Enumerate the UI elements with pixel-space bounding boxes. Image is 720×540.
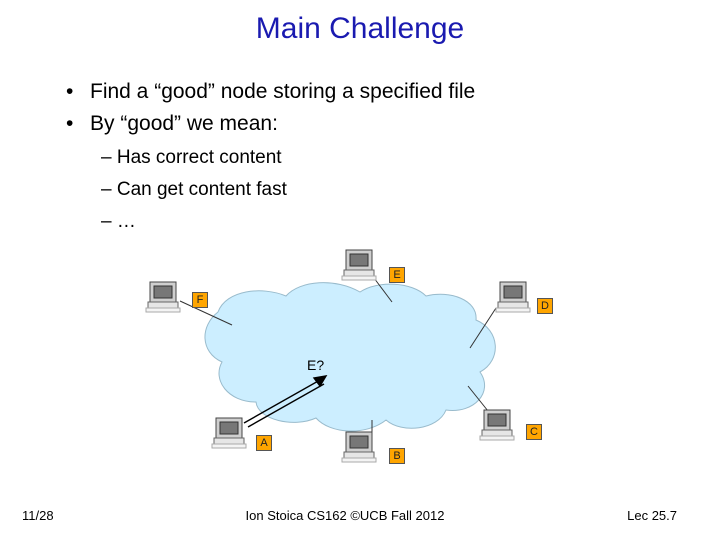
link-e [373,277,393,303]
sub-bullet-item: – Can get content fast [101,179,287,200]
bullet-dot: • [66,112,74,135]
footer-date: 11/28 [22,508,54,523]
computer-icon-d [495,281,531,313]
footer-lecture: Lec 25.7 [627,508,677,523]
footer-author: Ion Stoica CS162 ©UCB Fall 2012 [245,508,445,523]
bullet-item: • Find a “good” node storing a specified… [66,76,475,108]
sub-bullet-list: – Has correct content – Can get content … [101,142,287,238]
node-label-f: F [192,292,208,308]
node-label-c: C [526,424,542,440]
computer-icon-f [145,281,181,313]
computer-icon-c [479,409,515,441]
link-f [179,300,233,326]
slide-title: Main Challenge [255,12,465,45]
sub-bullet-item: – … [101,211,136,232]
node-label-a: A [256,435,272,451]
bullet-item: • By “good” we mean: [66,108,475,140]
bullet-text: By “good” we mean: [90,112,278,135]
node-label-b: B [389,448,405,464]
computer-icon-a [211,417,247,449]
computer-icon-b [341,431,377,463]
query-arrow [243,375,328,428]
network-cloud [204,282,496,432]
computer-icon-e [341,249,377,281]
node-label-d: D [537,298,553,314]
link-d [469,307,497,349]
bullet-list: • Find a “good” node storing a specified… [66,76,475,140]
query-label: E? [307,357,325,373]
sub-bullet-item: – Has correct content [101,147,282,168]
node-label-e: E [389,267,405,283]
bullet-text: Find a “good” node storing a specified f… [90,80,476,103]
bullet-dot: • [66,80,74,103]
